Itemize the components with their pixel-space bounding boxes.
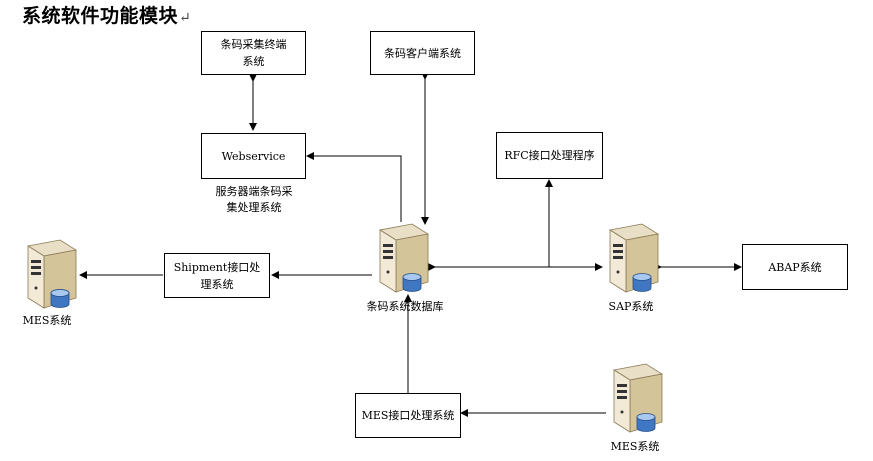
barcode-terminal-box: 条码采集终端 系统 (201, 31, 306, 75)
db-label: 条码系统数据库 (366, 300, 444, 313)
return-mark: ↵ (179, 10, 192, 26)
mes-bottom-label: MES系统 (610, 440, 660, 453)
server-icon-sap (608, 223, 660, 293)
server-icon-mes-bottom (612, 363, 664, 433)
page-title: 系统软件功能模块↵ (22, 5, 192, 27)
server-icon-db (378, 223, 430, 293)
server-collect-label: 服务器端条码采 集处理系统 (215, 185, 293, 214)
rfc-box: RFC接口处理程序 (496, 132, 603, 179)
mes-left-label: MES系统 (22, 314, 72, 327)
server-icon-mes-left (26, 239, 78, 309)
link-db-webservice (306, 152, 402, 222)
abap-box: ABAP系统 (742, 244, 848, 290)
webservice-box: Webservice (201, 133, 306, 179)
shipment-box: Shipment接口处 理系统 (164, 253, 270, 298)
barcode-client-box: 条码客户端系统 (370, 31, 475, 75)
sap-label: SAP系统 (608, 300, 654, 313)
mes-interface-box: MES接口处理系统 (355, 393, 461, 438)
